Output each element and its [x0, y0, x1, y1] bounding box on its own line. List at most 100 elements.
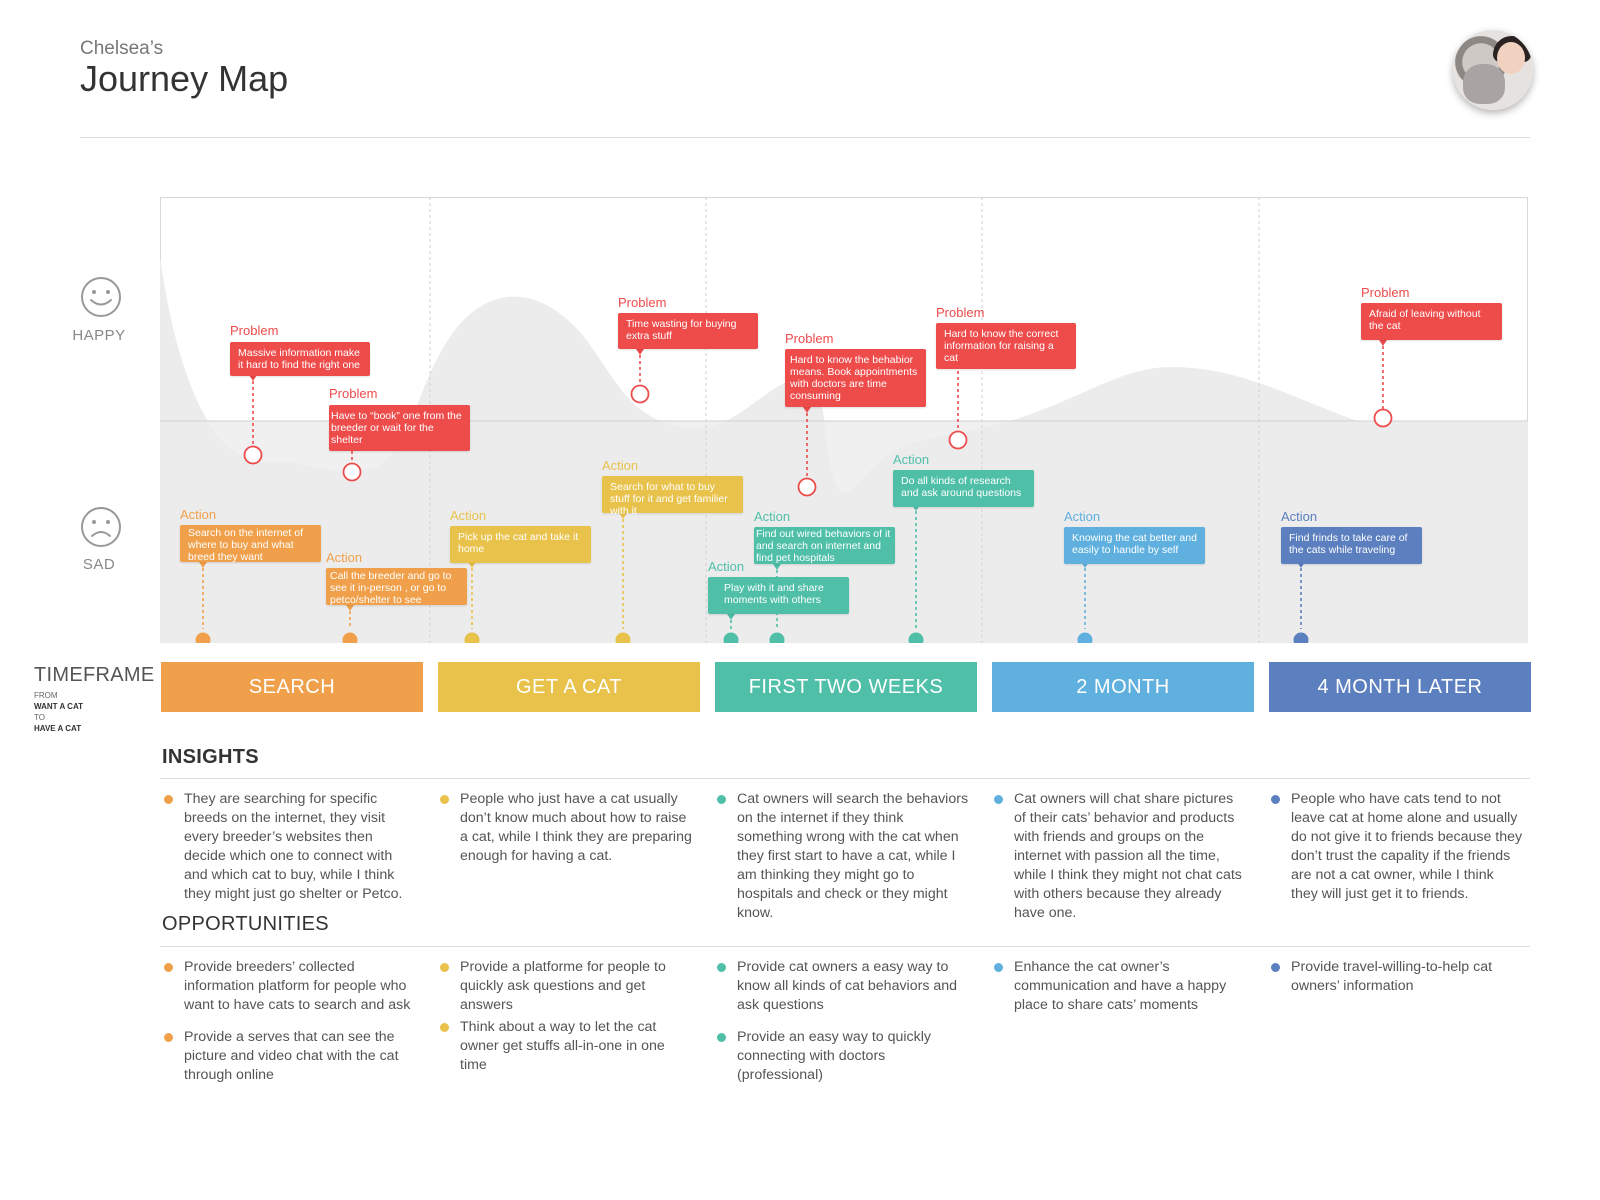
avatar [1453, 30, 1533, 110]
timeframe-to-label: TO [34, 713, 45, 722]
opportunity-item: Provide a platforme for people to quickl… [438, 958, 693, 1015]
stage-2-month: 2 MONTH [992, 662, 1254, 712]
bullet-dot [164, 963, 173, 972]
action-card: Find out wired behaviors of it and searc… [754, 527, 895, 564]
stage-4-month-later: 4 MONTH LATER [1269, 662, 1531, 712]
insight-item: People who just have a cat usually don’t… [438, 790, 693, 866]
page-title: Journey Map [80, 58, 289, 99]
opportunity-text: Provide breeders’ collected information … [184, 959, 411, 1013]
insight-column-first-two-weeks: Cat owners will search the behaviors on … [715, 790, 970, 923]
bullet-dot [717, 963, 726, 972]
action-card: Search for what to buy stuff for it and … [602, 476, 743, 517]
action-tag: Action [326, 550, 363, 565]
problem-tag: Problem [785, 331, 834, 346]
problem-card: Hard to know the correct information for… [936, 323, 1076, 369]
opportunity-item: Provide travel-willing-to-help cat owner… [1269, 958, 1524, 996]
opportunities-title: OPPORTUNITIES [162, 913, 329, 935]
action-card: Search on the internet of where to buy a… [180, 525, 321, 563]
header-divider [80, 137, 1530, 138]
opportunity-item: Provide cat owners a easy way to know al… [715, 958, 970, 1015]
sad-label: SAD [82, 556, 116, 573]
insight-text: People who just have a cat usually don’t… [460, 791, 692, 864]
timeframe-to-value: HAVE A CAT [34, 724, 82, 733]
action-tag: Action [893, 452, 930, 467]
opportunity-text: Enhance the cat owner’s communication an… [1014, 959, 1227, 1013]
stage-get-a-cat: GET A CAT [438, 662, 700, 712]
smiley-face-icon [81, 277, 121, 317]
insights-divider [160, 778, 1530, 779]
action-tag: Action [180, 507, 217, 522]
problem-card: Afraid of leaving without the cat [1361, 303, 1502, 340]
bullet-dot [717, 1033, 726, 1042]
opportunity-text: Provide a platforme for people to quickl… [460, 959, 666, 1013]
bullet-dot [440, 963, 449, 972]
problem-tag: Problem [618, 295, 667, 310]
timeframe-from-label: FROM [34, 691, 58, 700]
insight-text: Cat owners will chat share pictures of t… [1014, 791, 1242, 921]
action-tag: Action [754, 509, 791, 524]
insight-column-get-a-cat: People who just have a cat usually don’t… [438, 790, 693, 866]
problem-tag: Problem [230, 323, 279, 338]
opportunity-text: Think about a way to let the cat owner g… [460, 1019, 665, 1073]
bullet-dot [994, 795, 1003, 804]
problem-tag: Problem [1361, 285, 1410, 300]
insight-item: People who have cats tend to not leave c… [1269, 790, 1524, 904]
opportunity-column-get-a-cat: Provide a platforme for people to quickl… [438, 958, 693, 1075]
opportunity-text: Provide travel-willing-to-help cat owner… [1291, 959, 1493, 994]
action-tag: Action [1064, 509, 1101, 524]
bullet-dot [717, 795, 726, 804]
action-card: Play with it and share moments with othe… [708, 577, 849, 614]
bullet-dot [994, 963, 1003, 972]
journey-owner: Chelsea’s [80, 38, 164, 59]
opportunity-item: Think about a way to let the cat owner g… [438, 1018, 693, 1075]
action-tag: Action [450, 508, 487, 523]
timeframe-from-value: WANT A CAT [34, 702, 84, 711]
opportunity-text: Provide a serves that can see the pictur… [184, 1029, 399, 1083]
problem-card: Massive information make it hard to find… [230, 342, 370, 376]
stage-first-two-weeks: FIRST TWO WEEKS [715, 662, 977, 712]
insight-column-search: They are searching for specific breeds o… [162, 790, 417, 904]
insight-text: They are searching for specific breeds o… [184, 791, 403, 902]
problem-card: Time wasting for buying extra stuff [618, 313, 758, 349]
opportunity-column-first-two-weeks: Provide cat owners a easy way to know al… [715, 958, 970, 1085]
bullet-dot [164, 795, 173, 804]
insights-title: INSIGHTS [162, 746, 259, 768]
insight-text: Cat owners will search the behaviors on … [737, 791, 969, 921]
opportunity-item: Provide breeders’ collected information … [162, 958, 417, 1015]
timeframe-title: TIMEFRAME [34, 664, 155, 686]
insight-text: People who have cats tend to not leave c… [1291, 791, 1523, 902]
insight-item: They are searching for specific breeds o… [162, 790, 417, 904]
action-card: Find frinds to take care of the cats whi… [1281, 527, 1422, 564]
opportunity-column-search: Provide breeders’ collected information … [162, 958, 417, 1085]
opportunity-item: Provide a serves that can see the pictur… [162, 1028, 417, 1085]
bullet-dot [1271, 795, 1280, 804]
problem-tag: Problem [936, 305, 985, 320]
action-tag: Action [602, 458, 639, 473]
insight-column-4-month-later: People who have cats tend to not leave c… [1269, 790, 1524, 904]
opportunity-item: Enhance the cat owner’s communication an… [992, 958, 1247, 1015]
face-shape [1497, 42, 1525, 74]
bullet-dot [440, 1023, 449, 1032]
action-card: Knowing the cat better and easily to han… [1064, 527, 1205, 564]
bullet-dot [164, 1033, 173, 1042]
cat-shape [1463, 64, 1505, 104]
bullet-dot [1271, 963, 1280, 972]
problem-card: Hard to know the behabior means. Book ap… [785, 349, 926, 407]
action-tag: Action [1281, 509, 1318, 524]
opportunity-column-2-month: Enhance the cat owner’s communication an… [992, 958, 1247, 1015]
action-tag: Action [708, 559, 745, 574]
opportunity-column-4-month-later: Provide travel-willing-to-help cat owner… [1269, 958, 1524, 996]
problem-tag: Problem [329, 386, 378, 401]
opportunities-divider [160, 946, 1530, 947]
happy-label: HAPPY [72, 327, 126, 344]
bullet-dot [440, 795, 449, 804]
action-card: Do all kinds of research and ask around … [893, 470, 1034, 507]
opportunity-text: Provide cat owners a easy way to know al… [737, 959, 958, 1013]
opportunity-item: Provide an easy way to quickly connectin… [715, 1028, 970, 1085]
problem-card: Have to “book” one from the breeder or w… [329, 405, 470, 451]
insight-column-2-month: Cat owners will chat share pictures of t… [992, 790, 1247, 923]
insight-item: Cat owners will chat share pictures of t… [992, 790, 1247, 923]
stage-search: SEARCH [161, 662, 423, 712]
sad-face-icon [81, 507, 121, 547]
action-points [195, 632, 1309, 643]
